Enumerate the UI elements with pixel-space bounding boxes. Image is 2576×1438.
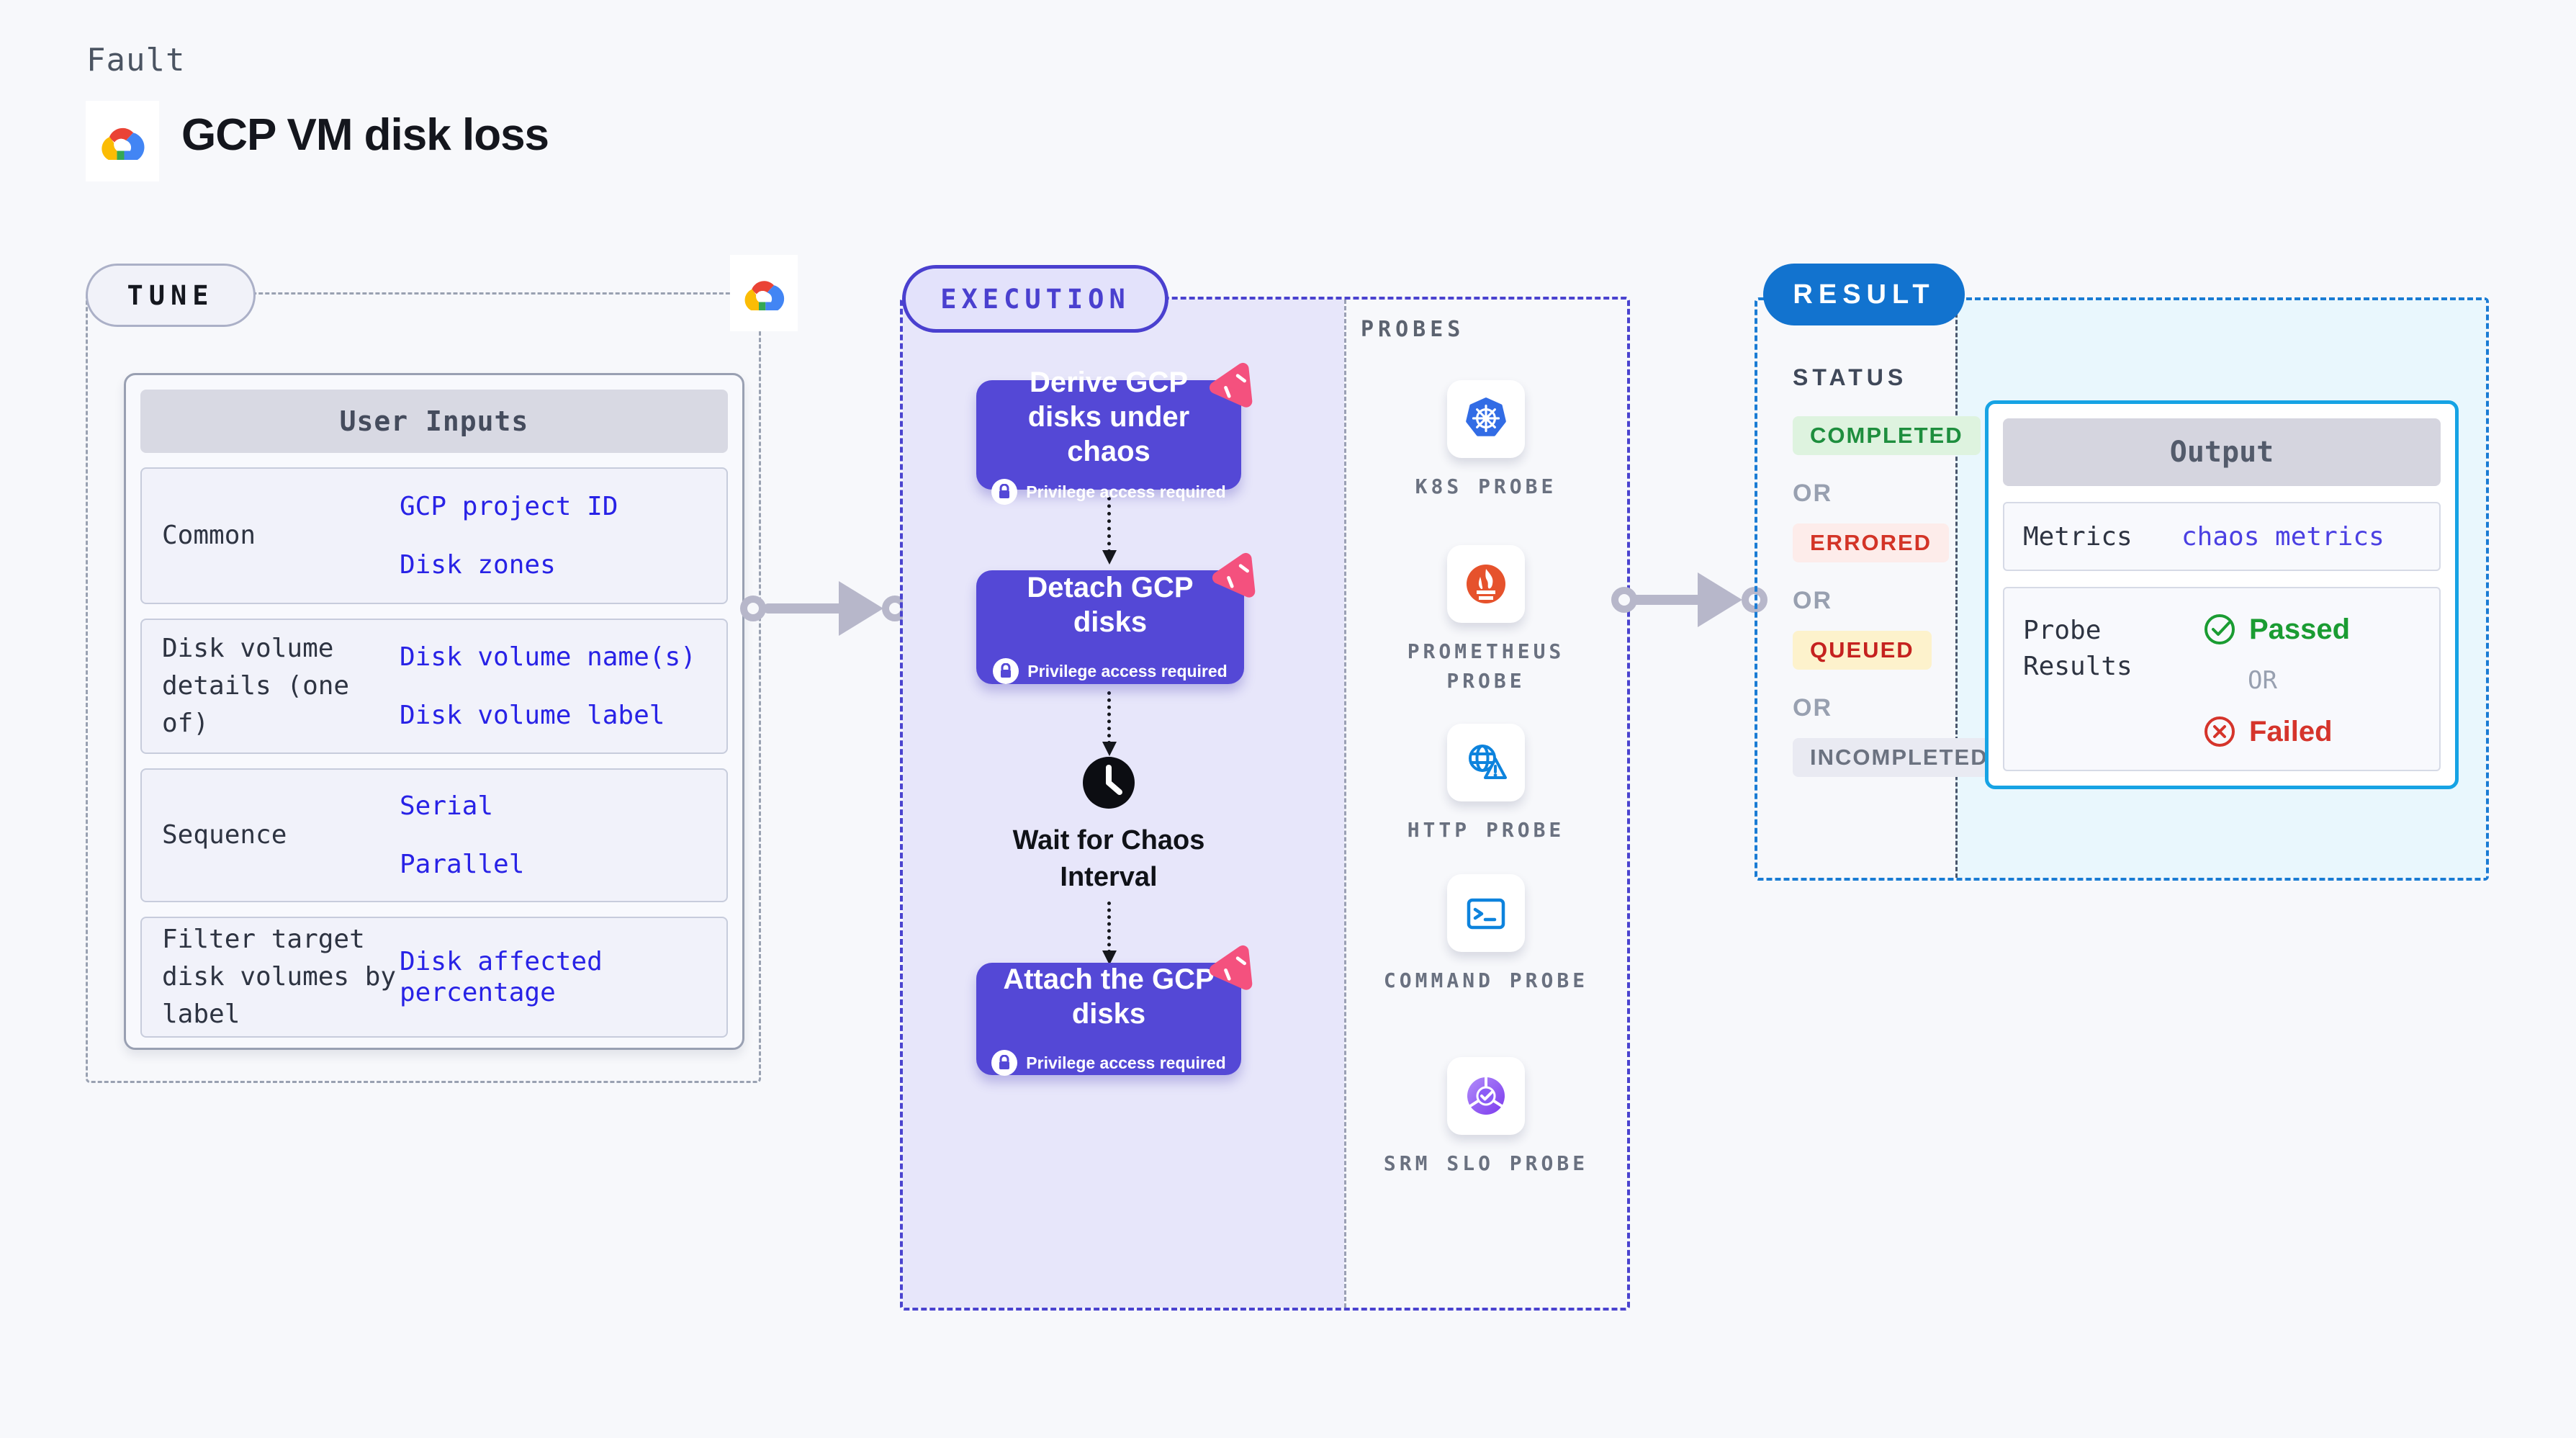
globe-alert-icon (1447, 724, 1525, 801)
output-card: Output Metrics chaos metrics Probe Resul… (1985, 400, 2459, 789)
node-derive-gcp-disks: Derive GCP disks under chaos Privilege a… (976, 362, 1253, 505)
failed-line: Failed (2203, 715, 2350, 748)
user-input-row-sequence: Sequence Serial Parallel (140, 768, 728, 902)
metrics-label: Metrics (2023, 521, 2133, 552)
passed-line: Passed (2203, 613, 2350, 646)
page-title: GCP VM disk loss (181, 110, 549, 160)
row-label: Disk volume details (one of) (162, 633, 350, 739)
row-value: Parallel (400, 850, 525, 879)
gcp-cloud-icon (102, 127, 145, 161)
privilege-label: Privilege access required (1026, 482, 1226, 501)
status-badge-incompleted: INCOMPLETED (1793, 738, 2006, 777)
clock-icon (1083, 757, 1135, 809)
probe-command: COMMAND PROBE (1364, 874, 1608, 996)
or-separator: OR (1793, 587, 1832, 614)
row-value: Disk volume name(s) (400, 642, 696, 672)
probes-section-label: PROBES (1361, 317, 1465, 342)
result-section-pill: RESULT (1763, 264, 1965, 325)
row-label: Sequence (162, 819, 287, 850)
execution-section-pill: EXECUTION (902, 265, 1168, 333)
row-value: Serial (400, 791, 494, 821)
probe-prometheus: PROMETHEUS PROBE (1364, 545, 1608, 696)
privilege-row: Privilege access required (991, 1050, 1226, 1076)
x-circle-icon (2205, 716, 2235, 747)
metrics-value: chaos metrics (2181, 521, 2384, 552)
litmus-chaos-icon (1212, 552, 1256, 598)
node-attach-gcp-disks: Attach the GCP disks Privilege access re… (976, 945, 1253, 1076)
status-badge-queued: QUEUED (1793, 631, 1932, 670)
probe-results-row: Probe Results Passed OR Failed (2003, 587, 2441, 771)
connector-wait-to-attach (1102, 902, 1117, 965)
probe-label: SRM SLO PROBE (1383, 1151, 1589, 1175)
connector-detach-to-wait (1102, 691, 1117, 756)
litmus-chaos-icon (1209, 362, 1253, 408)
kubernetes-icon (1447, 380, 1525, 458)
probe-label: HTTP PROBE (1407, 818, 1565, 842)
status-badge-completed: COMPLETED (1793, 416, 1981, 455)
slo-gauge-icon (1447, 1057, 1525, 1135)
arrow-start-ring (740, 596, 766, 621)
tune-gcp-logo-tile (730, 255, 798, 331)
privilege-label: Privilege access required (1027, 661, 1228, 680)
or-separator: OR (2248, 666, 2277, 695)
probe-k8s: K8S PROBE (1364, 380, 1608, 502)
connector-derive-to-detach (1102, 497, 1117, 565)
lock-icon (993, 658, 1019, 684)
probe-label: COMMAND PROBE (1383, 969, 1589, 992)
execution-probes-divider (1344, 300, 1346, 1308)
arrow-head (1698, 572, 1742, 627)
row-label: Filter target disk volumes by label (162, 924, 397, 1030)
probe-srm-slo: SRM SLO PROBE (1364, 1057, 1608, 1179)
lock-icon (991, 479, 1018, 505)
node-title: Attach the GCP disks (1003, 963, 1215, 1030)
arrow-line (763, 603, 850, 614)
arrow-start-ring (1611, 587, 1637, 613)
user-input-row-common: Common GCP project ID Disk zones (140, 467, 728, 604)
node-title: Detach GCP disks (1027, 572, 1194, 638)
probe-http: HTTP PROBE (1364, 724, 1608, 845)
arrow-line (1631, 595, 1708, 605)
privilege-row: Privilege access required (993, 658, 1228, 684)
user-inputs-card: User Inputs Common GCP project ID Disk z… (124, 373, 744, 1050)
status-label: STATUS (1793, 364, 1908, 390)
failed-label: Failed (2249, 715, 2333, 747)
probe-label: PROMETHEUS PROBE (1407, 639, 1565, 693)
user-input-row-filter: Filter target disk volumes by label Disk… (140, 917, 728, 1038)
probe-label: K8S PROBE (1415, 475, 1557, 498)
passed-label: Passed (2249, 613, 2351, 645)
arrow-head (839, 581, 883, 636)
user-input-row-disk-volume: Disk volume details (one of) Disk volume… (140, 619, 728, 754)
probe-results-label: Probe Results (2023, 616, 2133, 682)
check-circle-icon (2205, 614, 2235, 644)
gcp-cloud-icon (744, 281, 785, 311)
status-badge-errored: ERRORED (1793, 523, 1950, 562)
node-detach-gcp-disks: Detach GCP disks Privilege access requir… (976, 552, 1256, 684)
privilege-label: Privilege access required (1026, 1053, 1226, 1072)
output-header: Output (2003, 418, 2441, 486)
terminal-icon (1447, 874, 1525, 952)
status-column: COMPLETED OR ERRORED OR QUEUED OR INCOMP… (1793, 416, 2006, 801)
wait-for-chaos-interval-label: Wait for Chaos Interval (1012, 825, 1205, 893)
lock-icon (991, 1050, 1018, 1076)
litmus-chaos-icon (1209, 945, 1253, 990)
tune-section-pill: TUNE (86, 264, 256, 327)
prometheus-icon (1447, 545, 1525, 623)
row-label: Common (162, 520, 256, 550)
or-separator: OR (1793, 480, 1832, 507)
row-value: GCP project ID (400, 491, 618, 521)
fault-kicker: Fault (86, 42, 186, 78)
row-value: Disk volume label (400, 701, 665, 730)
or-separator: OR (1793, 694, 1832, 722)
node-title: Derive GCP disks under chaos (1027, 367, 1190, 467)
user-inputs-header: User Inputs (140, 390, 728, 453)
row-value: Disk affected percentage (400, 946, 603, 1007)
gcp-logo-tile (86, 101, 159, 181)
tune-section-box (86, 292, 761, 1083)
metrics-row: Metrics chaos metrics (2003, 502, 2441, 571)
row-value: Disk zones (400, 550, 556, 580)
privilege-row: Privilege access required (991, 479, 1226, 505)
